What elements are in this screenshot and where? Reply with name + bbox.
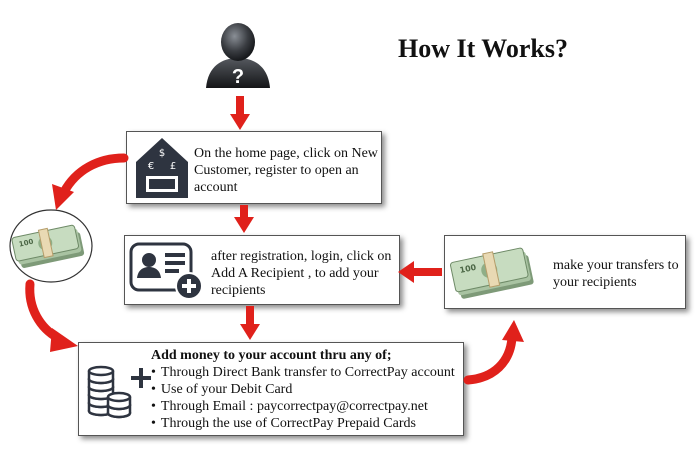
step-transfer-text: make your transfers to your recipients xyxy=(553,258,679,290)
step-transfer: 100 make your transfers to your recipien… xyxy=(444,235,686,309)
curved-arrow-up-right xyxy=(463,320,524,385)
svg-text:?: ? xyxy=(232,66,244,88)
svg-text:100: 100 xyxy=(18,238,34,249)
step-add-recipient-text: after registration, login, click on Add … xyxy=(211,249,392,298)
arrow-down-3 xyxy=(240,306,260,340)
unknown-user-icon: ? xyxy=(206,23,270,88)
curved-arrow-left-down xyxy=(52,153,129,210)
coins-plus-icon xyxy=(87,365,151,419)
page-title: How It Works? xyxy=(398,34,568,63)
svg-text:100: 100 xyxy=(459,263,478,275)
money-bundle-icon: 100 xyxy=(9,209,93,283)
add-money-title: Add money to your account thru any of; xyxy=(151,348,392,363)
step-add-recipient: after registration, login, click on Add … xyxy=(124,235,400,305)
list-item: Through Direct Bank transfer to CorrectP… xyxy=(151,364,461,381)
list-item: Through the use of CorrectPay Prepaid Ca… xyxy=(151,415,461,432)
home-currency-icon: $ € £ xyxy=(136,138,188,198)
curved-arrow-down-right xyxy=(25,279,78,352)
arrow-down-2 xyxy=(234,205,254,233)
add-contact-icon xyxy=(129,242,203,300)
step-add-money: Add money to your account thru any of; T… xyxy=(78,342,464,436)
svg-text:£: £ xyxy=(170,161,176,172)
step-open-account: $ € £ On the home page, click on New Cus… xyxy=(126,131,382,204)
list-item: Use of your Debit Card xyxy=(151,381,461,398)
svg-text:€: € xyxy=(148,161,154,172)
svg-text:$: $ xyxy=(159,148,165,159)
money-bundle-icon: 100 xyxy=(450,247,534,299)
arrow-down-1 xyxy=(230,96,250,130)
step-open-account-text: On the home page, click on New Customer,… xyxy=(194,146,378,195)
arrow-left xyxy=(398,261,442,283)
list-item: Through Email : paycorrectpay@correctpay… xyxy=(151,398,461,415)
payment-methods-list: Through Direct Bank transfer to CorrectP… xyxy=(151,364,461,432)
